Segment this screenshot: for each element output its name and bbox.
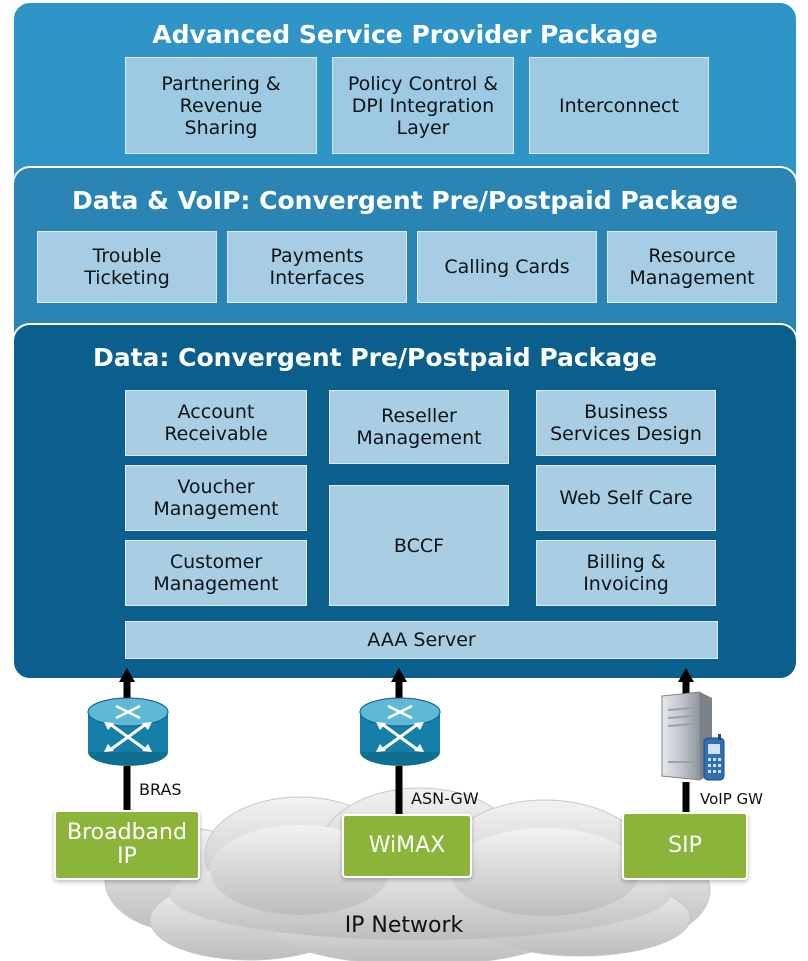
data-convergent-layer: Data: Convergent Pre/Postpaid Package Ac… bbox=[12, 323, 798, 680]
gateway-label-bras: BRAS bbox=[139, 780, 182, 799]
box-payments-interfaces: Payments Interfaces bbox=[227, 231, 407, 303]
box-voucher-management: Voucher Management bbox=[125, 465, 307, 531]
router-icon bbox=[359, 697, 441, 766]
box-business-services-design: Business Services Design bbox=[536, 390, 716, 456]
box-trouble-ticketing: Trouble Ticketing bbox=[37, 231, 217, 303]
gateway-label-asn-gw: ASN-GW bbox=[411, 789, 479, 808]
box-policy-control: Policy Control & DPI Integration Layer bbox=[332, 57, 514, 154]
box-customer-management: Customer Management bbox=[125, 540, 307, 606]
access-sip: SIP bbox=[622, 812, 748, 880]
box-reseller-management: Reseller Management bbox=[329, 390, 509, 464]
box-bccf: BCCF bbox=[329, 485, 509, 606]
layer-title-data-voip: Data & VoIP: Convergent Pre/Postpaid Pac… bbox=[71, 186, 739, 215]
aaa-server-bar: AAA Server bbox=[125, 621, 718, 659]
box-account-receivable: Account Receivable bbox=[125, 390, 307, 456]
router-icon bbox=[87, 697, 169, 766]
access-broadband-ip: Broadband IP bbox=[54, 810, 200, 880]
box-web-self-care: Web Self Care bbox=[536, 465, 716, 531]
box-calling-cards: Calling Cards bbox=[417, 231, 597, 303]
layer-title-data: Data: Convergent Pre/Postpaid Package bbox=[92, 343, 658, 372]
box-resource-management: Resource Management bbox=[607, 231, 777, 303]
access-wimax: WiMAX bbox=[342, 814, 472, 878]
layer-title-advanced: Advanced Service Provider Package bbox=[152, 20, 658, 49]
box-interconnect: Interconnect bbox=[529, 57, 709, 154]
cloud-label: IP Network bbox=[344, 913, 464, 938]
box-partnering-revenue: Partnering & Revenue Sharing bbox=[125, 57, 317, 154]
gateway-label-voip-gw: VoIP GW bbox=[700, 790, 763, 808]
box-billing-invoicing: Billing & Invoicing bbox=[536, 540, 716, 606]
mobile-phone-icon bbox=[703, 734, 725, 781]
